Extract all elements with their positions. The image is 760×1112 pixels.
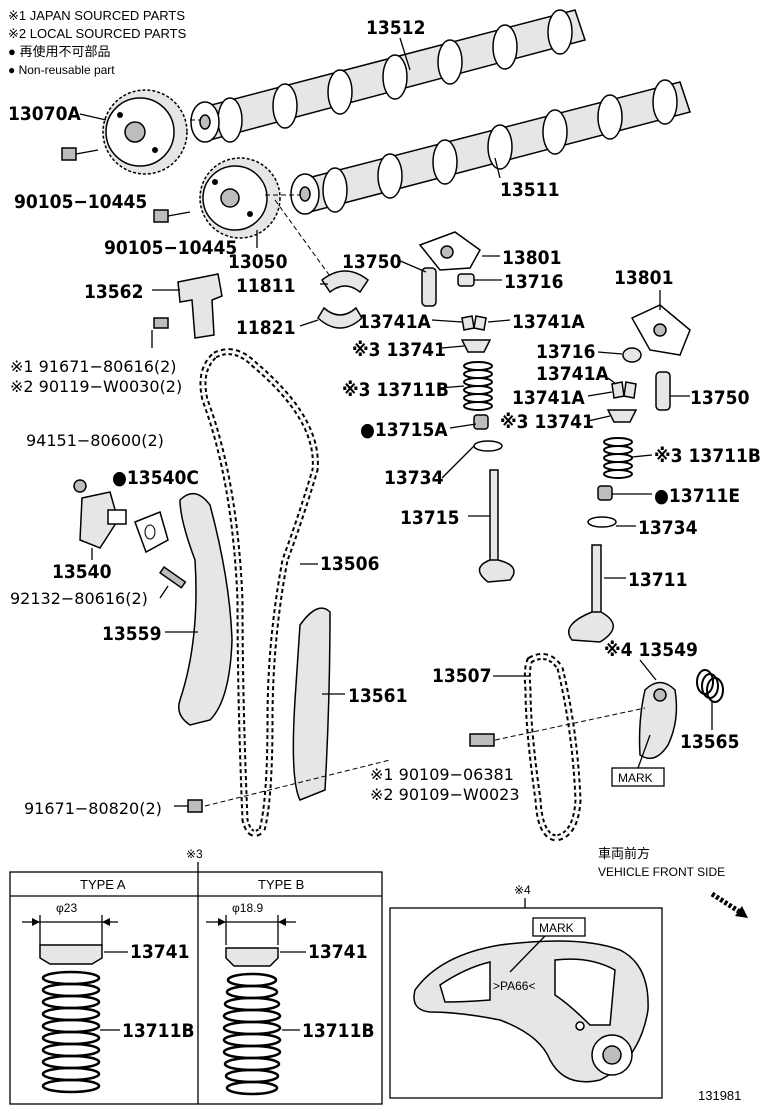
part-92132-80616: 92132−80616(2) — [10, 589, 148, 608]
part-13070A: 13070A — [8, 103, 81, 125]
type-b-diameter: φ18.9 — [232, 901, 263, 915]
type-a-retainer-drawing — [39, 944, 103, 965]
spring-13711B-b-drawing — [603, 437, 633, 479]
part-13711E: ●13711E — [654, 485, 740, 507]
legend-nonreuse-en: ● Non-reusable part — [8, 63, 115, 77]
part-90105-a: 90105−10445 — [14, 191, 147, 213]
legend-local: ※2 LOCAL SOURCED PARTS — [8, 26, 187, 41]
part-13507: 13507 — [432, 665, 491, 687]
part-13741A-a: 13741A — [358, 311, 431, 333]
part-90109-W0023: ※2 90109−W0023 — [370, 785, 520, 804]
type-a-title: TYPE A — [80, 877, 126, 892]
part-13050: 13050 — [228, 251, 288, 273]
part-13715A: ●13715A — [360, 419, 448, 441]
slipper-13559-drawing — [178, 492, 233, 726]
type-a-spring-drawing — [41, 970, 101, 1094]
type-b-retainer-drawing — [225, 947, 279, 967]
chain-13507-drawing — [523, 652, 582, 842]
spring-13711B-a-drawing — [463, 361, 493, 411]
bearing-11821-drawing — [317, 306, 363, 329]
mark-label: MARK — [618, 771, 653, 785]
part-13540C: ●13540C — [112, 467, 199, 489]
part-13565: 13565 — [680, 731, 739, 753]
rocker-arm-13801-b-drawing — [630, 304, 691, 356]
vehicle-front-en: VEHICLE FRONT SIDE — [598, 865, 725, 879]
type-b-title: TYPE B — [258, 877, 304, 892]
gasket-13540C-drawing — [134, 510, 169, 554]
part-13540: 13540 — [52, 561, 112, 583]
part-13562: 13562 — [84, 281, 143, 303]
inset-note-4: ※4 — [514, 883, 531, 897]
inset-mark-label: MARK — [539, 921, 574, 935]
part-13506: 13506 — [320, 553, 379, 575]
part-13741A-b: 13741A — [512, 311, 585, 333]
part-13741-a: ※3 13741 — [352, 339, 446, 361]
spring-13565-drawing — [696, 669, 724, 703]
valve-13711-drawing — [568, 544, 614, 643]
part-13559: 13559 — [102, 623, 161, 645]
part-13801-b: 13801 — [614, 267, 673, 289]
type-b-spring-drawing — [222, 972, 282, 1096]
part-13750-a: 13750 — [342, 251, 402, 273]
inset-stamp: >PA66< — [493, 979, 535, 993]
part-13512: 13512 — [366, 17, 425, 39]
legend-nonreuse-jp: ● 再使用不可部品 — [8, 44, 110, 59]
part-90119-W0030: ※2 90119−W0030(2) — [10, 377, 182, 396]
part-13511: 13511 — [500, 179, 559, 201]
vehicle-front-jp: 車両前方 — [598, 846, 650, 861]
legend-japan: ※1 JAPAN SOURCED PARTS — [8, 8, 185, 23]
part-13741A-c: 13741A — [536, 363, 609, 385]
type-a-diameter: φ23 — [56, 901, 77, 915]
part-13741-b: ※3 13741 — [500, 411, 594, 433]
valve-13715-drawing — [478, 469, 515, 583]
type-b-part-13741: 13741 — [308, 941, 367, 963]
bolt-90105-b-drawing — [153, 209, 191, 223]
part-90105-b: 90105−10445 — [104, 237, 237, 259]
part-13711B-b: ※3 13711B — [654, 445, 760, 467]
bearing-11811-drawing — [320, 270, 370, 294]
part-13741A-d: 13741A — [512, 387, 585, 409]
type-a-part-13711B: 13711B — [122, 1020, 195, 1042]
camshaft-13511-drawing — [290, 79, 691, 215]
part-13750-b: 13750 — [690, 387, 750, 409]
rocker-arm-13801-a-drawing — [418, 231, 481, 271]
part-11821: 11821 — [236, 317, 295, 339]
part-94151-80600: 94151−80600(2) — [26, 431, 164, 450]
part-11811: 11811 — [236, 275, 295, 297]
part-13549: ※4 13549 — [604, 639, 698, 661]
figure-number: 131981 — [698, 1088, 741, 1103]
part-13711: 13711 — [628, 569, 687, 591]
type-b-part-13711B: 13711B — [302, 1020, 375, 1042]
part-13716-b: 13716 — [536, 341, 595, 363]
part-13716-a: 13716 — [504, 271, 563, 293]
vvt-sprocket-13070A-drawing — [102, 89, 188, 175]
inset-type-ab: TYPE A TYPE B φ23 13741 13711B φ18.9 — [9, 871, 383, 1105]
bracket-13562-drawing — [177, 273, 223, 339]
tensioner-13540-drawing — [73, 479, 127, 549]
vehicle-front-arrow-icon — [710, 891, 748, 918]
camshaft-13512-drawing — [190, 9, 586, 143]
inset-note-3: ※3 — [186, 847, 203, 861]
part-13561: 13561 — [348, 685, 407, 707]
part-90109-06381: ※1 90109−06381 — [370, 765, 514, 784]
damper-13561-drawing — [292, 607, 331, 801]
part-13801-a: 13801 — [502, 247, 561, 269]
part-91671-80616: ※1 91671−80616(2) — [10, 357, 177, 376]
part-13734-a: 13734 — [384, 467, 444, 489]
inset-lever: >PA66< MARK — [389, 907, 663, 1099]
part-13734-b: 13734 — [638, 517, 698, 539]
part-13711B-a: ※3 13711B — [342, 379, 449, 401]
part-13715: 13715 — [400, 507, 459, 529]
vvt-sprocket-13050-drawing — [199, 157, 281, 239]
part-91671-80820: 91671−80820(2) — [24, 799, 162, 818]
bolt-90105-a-drawing — [61, 147, 99, 161]
type-a-part-13741: 13741 — [130, 941, 189, 963]
